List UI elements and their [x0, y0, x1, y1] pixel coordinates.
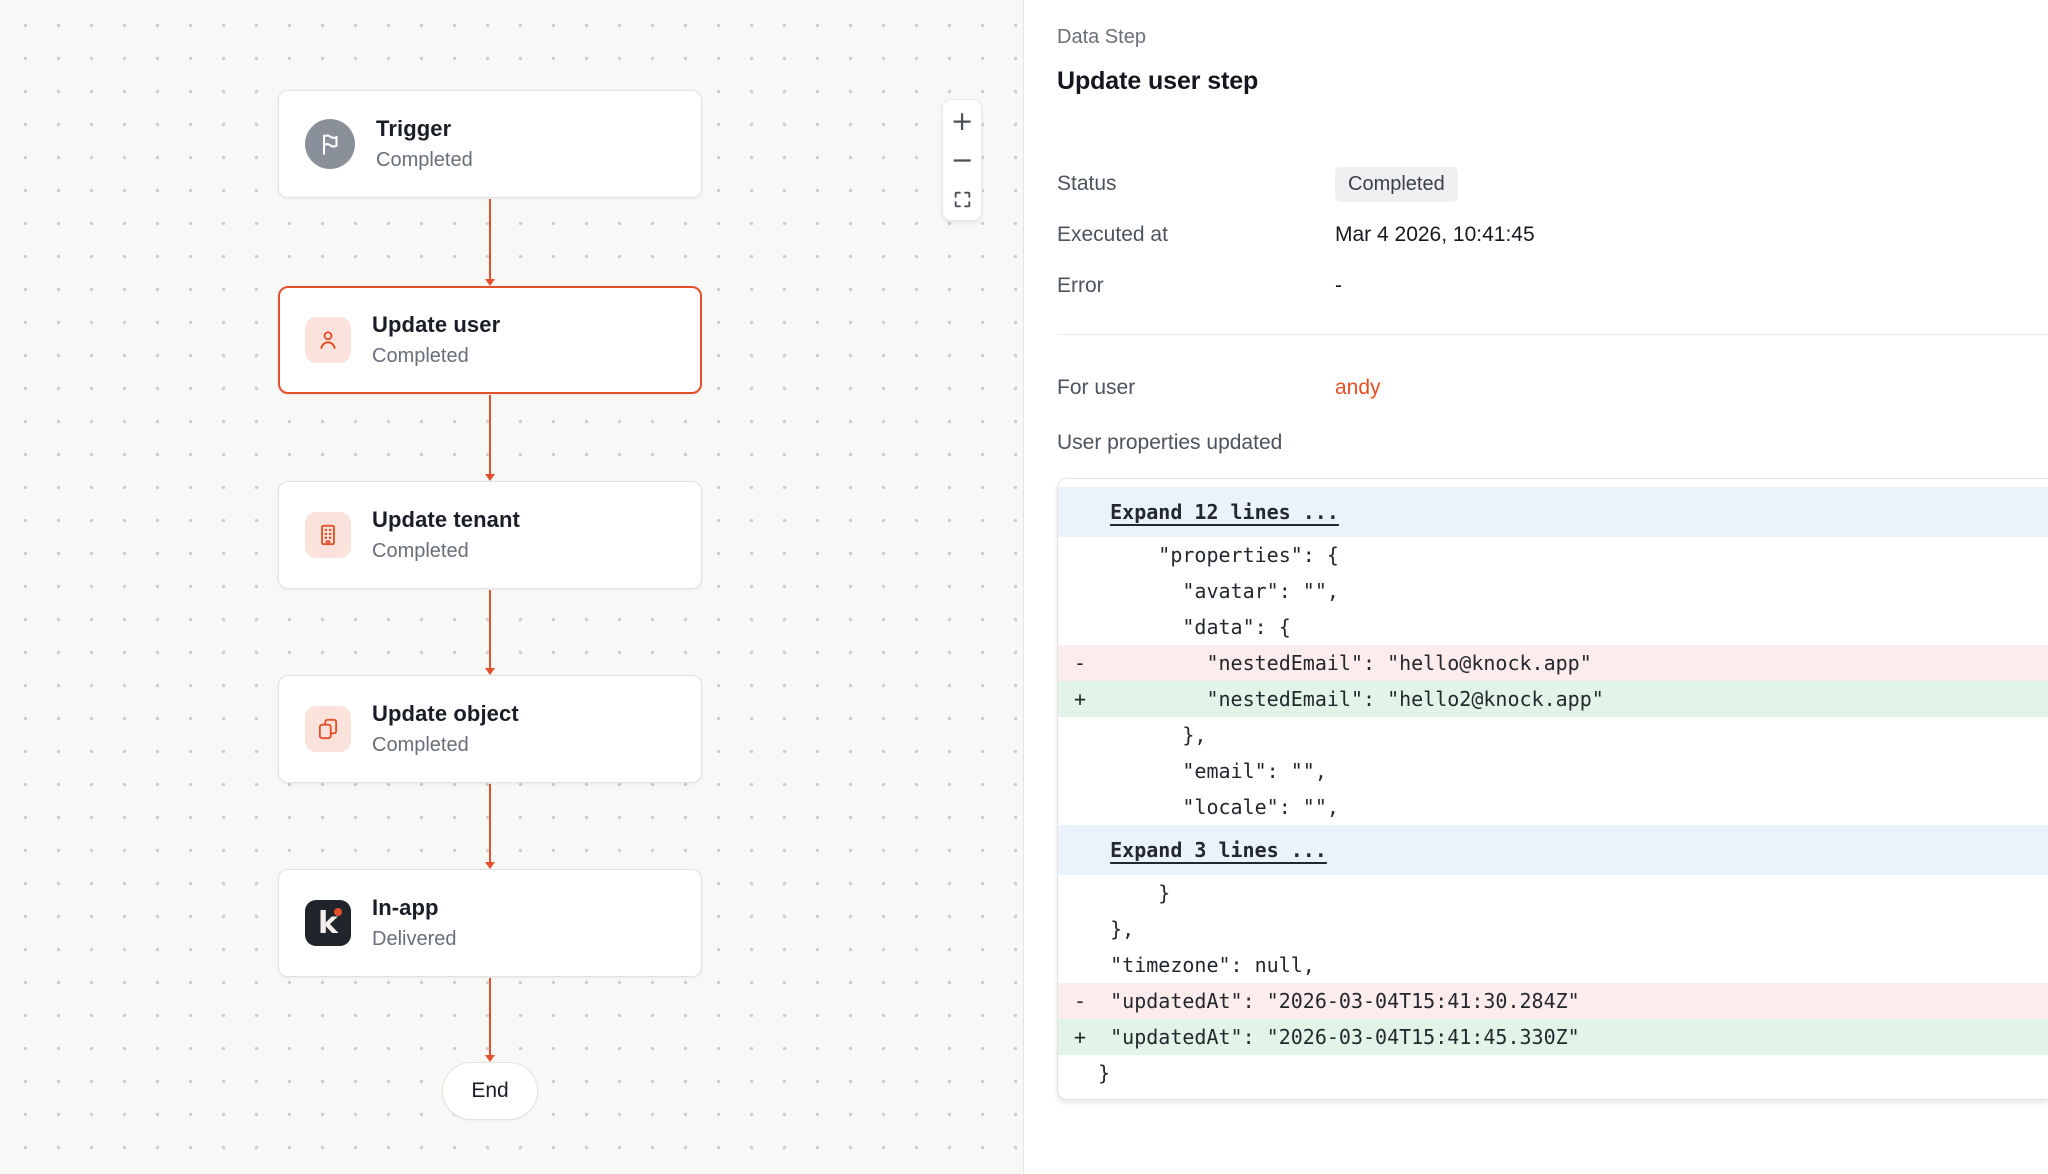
- diff-context-row: "timezone": null,: [1058, 947, 2048, 983]
- diff-expand-row: Expand 12 lines ...: [1058, 487, 2048, 537]
- status-label: Status: [1057, 172, 1117, 195]
- diff-sign: -: [1074, 989, 1087, 1013]
- node-title: Update object: [372, 701, 519, 726]
- section-divider: [1057, 334, 2048, 335]
- diff-code: },: [1098, 723, 1207, 747]
- flag-icon: [305, 119, 355, 169]
- diff-code: "updatedAt": "2026-03-04T15:41:45.330Z": [1098, 1025, 1580, 1049]
- node-title: In-app: [372, 895, 439, 920]
- diff-context-row: "properties": {: [1058, 537, 2048, 573]
- page-title: Update user step: [1057, 67, 1259, 95]
- canvas-zoom-controls: + −: [942, 99, 982, 221]
- executed-at-row: Executed at Mar 4 2026, 10:41:45: [1057, 215, 2048, 255]
- diff-context-row: }: [1058, 1055, 2048, 1091]
- diff-code: },: [1098, 917, 1135, 941]
- fit-view-button[interactable]: [943, 181, 981, 217]
- node-title: Update tenant: [372, 507, 520, 532]
- diff-code: "timezone": null,: [1098, 953, 1315, 977]
- edge-arrow: [485, 978, 495, 1062]
- node-status: Completed: [372, 734, 469, 756]
- knock-logo-dot: [334, 908, 342, 916]
- diff-added-row: + "nestedEmail": "hello2@knock.app": [1058, 681, 2048, 717]
- diff-code: "properties": {: [1098, 543, 1339, 567]
- diff-context-row: "avatar": "",: [1058, 573, 2048, 609]
- diff-code: "locale": "",: [1098, 795, 1339, 819]
- diff-code: "nestedEmail": "hello2@knock.app": [1098, 687, 1604, 711]
- user-properties-diff: Expand 12 lines ... "properties": { "ava…: [1057, 478, 2048, 1100]
- edge-arrow: [485, 199, 495, 286]
- diff-added-row: + "updatedAt": "2026-03-04T15:41:45.330Z…: [1058, 1019, 2048, 1055]
- building-icon: [305, 512, 351, 558]
- edge-arrow: [485, 590, 495, 675]
- node-trigger[interactable]: Trigger Completed: [278, 90, 702, 198]
- diff-removed-row: - "updatedAt": "2026-03-04T15:41:30.284Z…: [1058, 983, 2048, 1019]
- node-title: Update user: [372, 312, 501, 337]
- knock-logo-letter: k: [318, 906, 338, 941]
- diff-sign: -: [1074, 651, 1087, 675]
- diff-code: "nestedEmail": "hello@knock.app": [1098, 651, 1592, 675]
- minus-icon: −: [950, 144, 974, 176]
- node-title: Trigger: [376, 116, 452, 141]
- fit-view-icon: [954, 191, 970, 207]
- expand-lines-link[interactable]: Expand 3 lines ...: [1110, 838, 1327, 862]
- diff-context-row: "locale": "",: [1058, 789, 2048, 825]
- node-update-object[interactable]: Update object Completed: [278, 675, 702, 783]
- diff-context-row: "email": "",: [1058, 753, 2048, 789]
- step-meta: Status Completed Executed at Mar 4 2026,…: [1057, 164, 2048, 306]
- node-status: Delivered: [372, 928, 457, 950]
- diff-code: "email": "",: [1098, 759, 1327, 783]
- diff-expand-row: Expand 3 lines ...: [1058, 825, 2048, 875]
- diff-context-row: "data": {: [1058, 609, 2048, 645]
- node-update-user[interactable]: Update user Completed: [278, 286, 702, 394]
- properties-updated-label: User properties updated: [1057, 431, 1283, 454]
- executed-at-value: Mar 4 2026, 10:41:45: [1335, 223, 1535, 246]
- expand-lines-link[interactable]: Expand 12 lines ...: [1110, 500, 1339, 524]
- step-detail-panel: Data Step Update user step Status Comple…: [1024, 0, 2048, 1174]
- diff-context-row: },: [1058, 911, 2048, 947]
- diff-sign: +: [1074, 687, 1087, 711]
- node-end[interactable]: End: [442, 1062, 538, 1120]
- workflow-canvas[interactable]: Trigger Completed Update user Completed: [0, 0, 1024, 1174]
- user-icon: [305, 317, 351, 363]
- step-kicker: Data Step: [1057, 26, 1146, 48]
- diff-code: "updatedAt": "2026-03-04T15:41:30.284Z": [1098, 989, 1580, 1013]
- for-user-row: For user andy: [1057, 368, 2048, 408]
- error-row: Error -: [1057, 266, 2048, 306]
- copy-icon: [305, 706, 351, 752]
- plus-icon: +: [950, 105, 974, 137]
- diff-context-row: }: [1058, 875, 2048, 911]
- diff-code: }: [1098, 1061, 1111, 1085]
- status-row: Status Completed: [1057, 164, 2048, 204]
- node-status: Completed: [376, 149, 473, 171]
- diff-removed-row: - "nestedEmail": "hello@knock.app": [1058, 645, 2048, 681]
- diff-code: "data": {: [1098, 615, 1291, 639]
- diff-code: }: [1098, 881, 1171, 905]
- zoom-out-button[interactable]: −: [943, 142, 981, 178]
- node-status: Completed: [372, 540, 469, 562]
- end-label: End: [471, 1079, 509, 1102]
- knock-logo-icon: k: [305, 900, 351, 946]
- status-badge: Completed: [1335, 166, 1458, 202]
- edge-arrow: [485, 784, 495, 869]
- diff-sign: +: [1074, 1025, 1087, 1049]
- executed-at-label: Executed at: [1057, 223, 1168, 246]
- node-status: Completed: [372, 345, 469, 367]
- for-user-label: For user: [1057, 376, 1136, 399]
- diff-code: "avatar": "",: [1098, 579, 1339, 603]
- node-update-tenant[interactable]: Update tenant Completed: [278, 481, 702, 589]
- edge-arrow: [485, 395, 495, 481]
- error-label: Error: [1057, 274, 1104, 297]
- zoom-in-button[interactable]: +: [943, 103, 981, 139]
- error-value: -: [1335, 274, 1342, 297]
- user-link[interactable]: andy: [1335, 376, 1381, 399]
- node-in-app[interactable]: k In-app Delivered: [278, 869, 702, 977]
- diff-context-row: },: [1058, 717, 2048, 753]
